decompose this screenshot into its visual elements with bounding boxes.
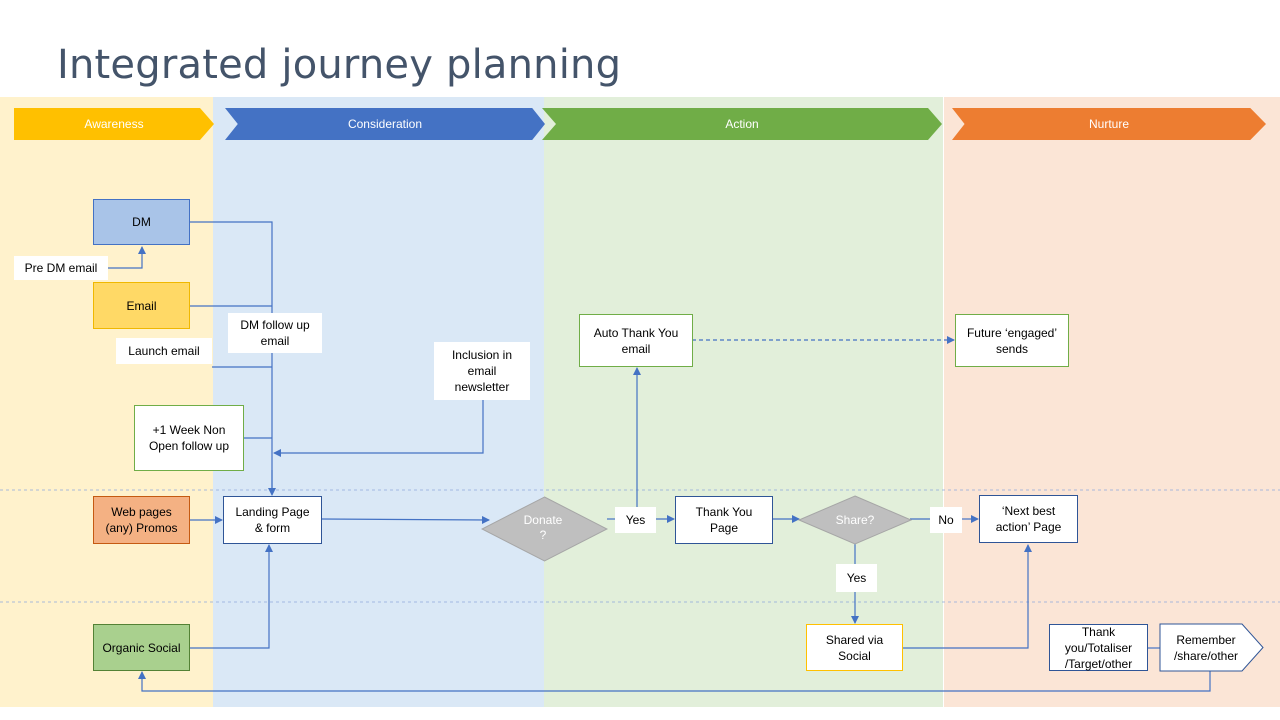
node-dm-label: DM bbox=[132, 215, 151, 229]
decision-share: Share? bbox=[825, 510, 885, 530]
label-yes-donate: Yes bbox=[615, 507, 656, 533]
decision-donate-shape bbox=[481, 496, 608, 562]
node-thank-you-page: Thank You Page bbox=[675, 496, 773, 544]
node-dm-follow-up-email-label: DM follow up email bbox=[240, 318, 310, 348]
stage-nurture: Nurture bbox=[952, 108, 1266, 140]
node-auto-thank-you-email: Auto Thank You email bbox=[579, 314, 693, 367]
node-plus-one-week-label: +1 Week Non Open follow up bbox=[148, 423, 230, 453]
node-thank-you-totaliser: Thank you/Totaliser /Target/other bbox=[1049, 624, 1148, 671]
node-web-pages-label: Web pages (any) Promos bbox=[105, 505, 178, 535]
node-next-best-action: ‘Next best action’ Page bbox=[979, 495, 1078, 543]
decision-share-shape bbox=[798, 495, 912, 545]
node-organic-social: Organic Social bbox=[93, 624, 190, 671]
node-thank-you-page-label: Thank You Page bbox=[695, 505, 753, 535]
node-thank-you-totaliser-label: Thank you/Totaliser /Target/other bbox=[1064, 624, 1133, 671]
node-next-best-action-label: ‘Next best action’ Page bbox=[995, 504, 1062, 534]
lane-consideration bbox=[213, 97, 544, 707]
node-remember-share-shape bbox=[1159, 623, 1264, 672]
node-organic-social-label: Organic Social bbox=[102, 640, 181, 655]
node-future-engaged-sends: Future ‘engaged’ sends bbox=[955, 314, 1069, 367]
decision-share-label: Share? bbox=[835, 512, 875, 527]
node-shared-via-social: Shared via Social bbox=[806, 624, 903, 671]
stage-consideration-label: Consideration bbox=[347, 117, 423, 131]
node-remember-share: Remember /share/other bbox=[1162, 624, 1250, 671]
stage-nurture-label: Nurture bbox=[1088, 117, 1129, 131]
page-title: Integrated journey planning bbox=[57, 42, 622, 88]
stage-awareness-label: Awareness bbox=[84, 117, 144, 131]
stage-action-label: Action bbox=[725, 117, 759, 131]
node-pre-dm-email-label: Pre DM email bbox=[24, 261, 98, 275]
node-dm: DM bbox=[93, 199, 190, 245]
label-yes-share-text: Yes bbox=[846, 571, 867, 585]
node-dm-follow-up-email: DM follow up email bbox=[228, 313, 322, 353]
node-launch-email-label: Launch email bbox=[128, 344, 200, 358]
label-yes-share: Yes bbox=[836, 564, 877, 592]
node-inclusion-newsletter-label: Inclusion in email newsletter bbox=[451, 348, 513, 394]
node-launch-email: Launch email bbox=[116, 338, 212, 364]
node-auto-thank-you-email-label: Auto Thank You email bbox=[593, 325, 679, 356]
node-email-label: Email bbox=[126, 298, 157, 313]
node-landing-page: Landing Page & form bbox=[223, 496, 322, 544]
node-landing-page-label: Landing Page & form bbox=[235, 505, 310, 535]
stage-awareness: Awareness bbox=[14, 108, 214, 140]
decision-donate: Donate ? bbox=[513, 512, 573, 544]
node-shared-via-social-label: Shared via Social bbox=[825, 632, 884, 663]
node-future-engaged-sends-label: Future ‘engaged’ sends bbox=[966, 325, 1058, 356]
stage-consideration: Consideration bbox=[225, 108, 545, 140]
label-yes-donate-text: Yes bbox=[625, 513, 646, 527]
node-remember-share-label: Remember /share/other bbox=[1173, 632, 1239, 663]
node-web-pages: Web pages (any) Promos bbox=[93, 496, 190, 544]
label-no-share: No bbox=[930, 507, 962, 533]
decision-donate-label: Donate ? bbox=[523, 513, 563, 542]
stage-action: Action bbox=[542, 108, 942, 140]
node-plus-one-week: +1 Week Non Open follow up bbox=[134, 405, 244, 471]
label-no-share-text: No bbox=[938, 513, 954, 527]
lane-nurture bbox=[944, 97, 1280, 707]
lane-action bbox=[544, 97, 943, 707]
node-inclusion-newsletter: Inclusion in email newsletter bbox=[434, 342, 530, 400]
node-email: Email bbox=[93, 282, 190, 329]
node-pre-dm-email: Pre DM email bbox=[14, 256, 108, 280]
lane-awareness bbox=[0, 97, 213, 707]
